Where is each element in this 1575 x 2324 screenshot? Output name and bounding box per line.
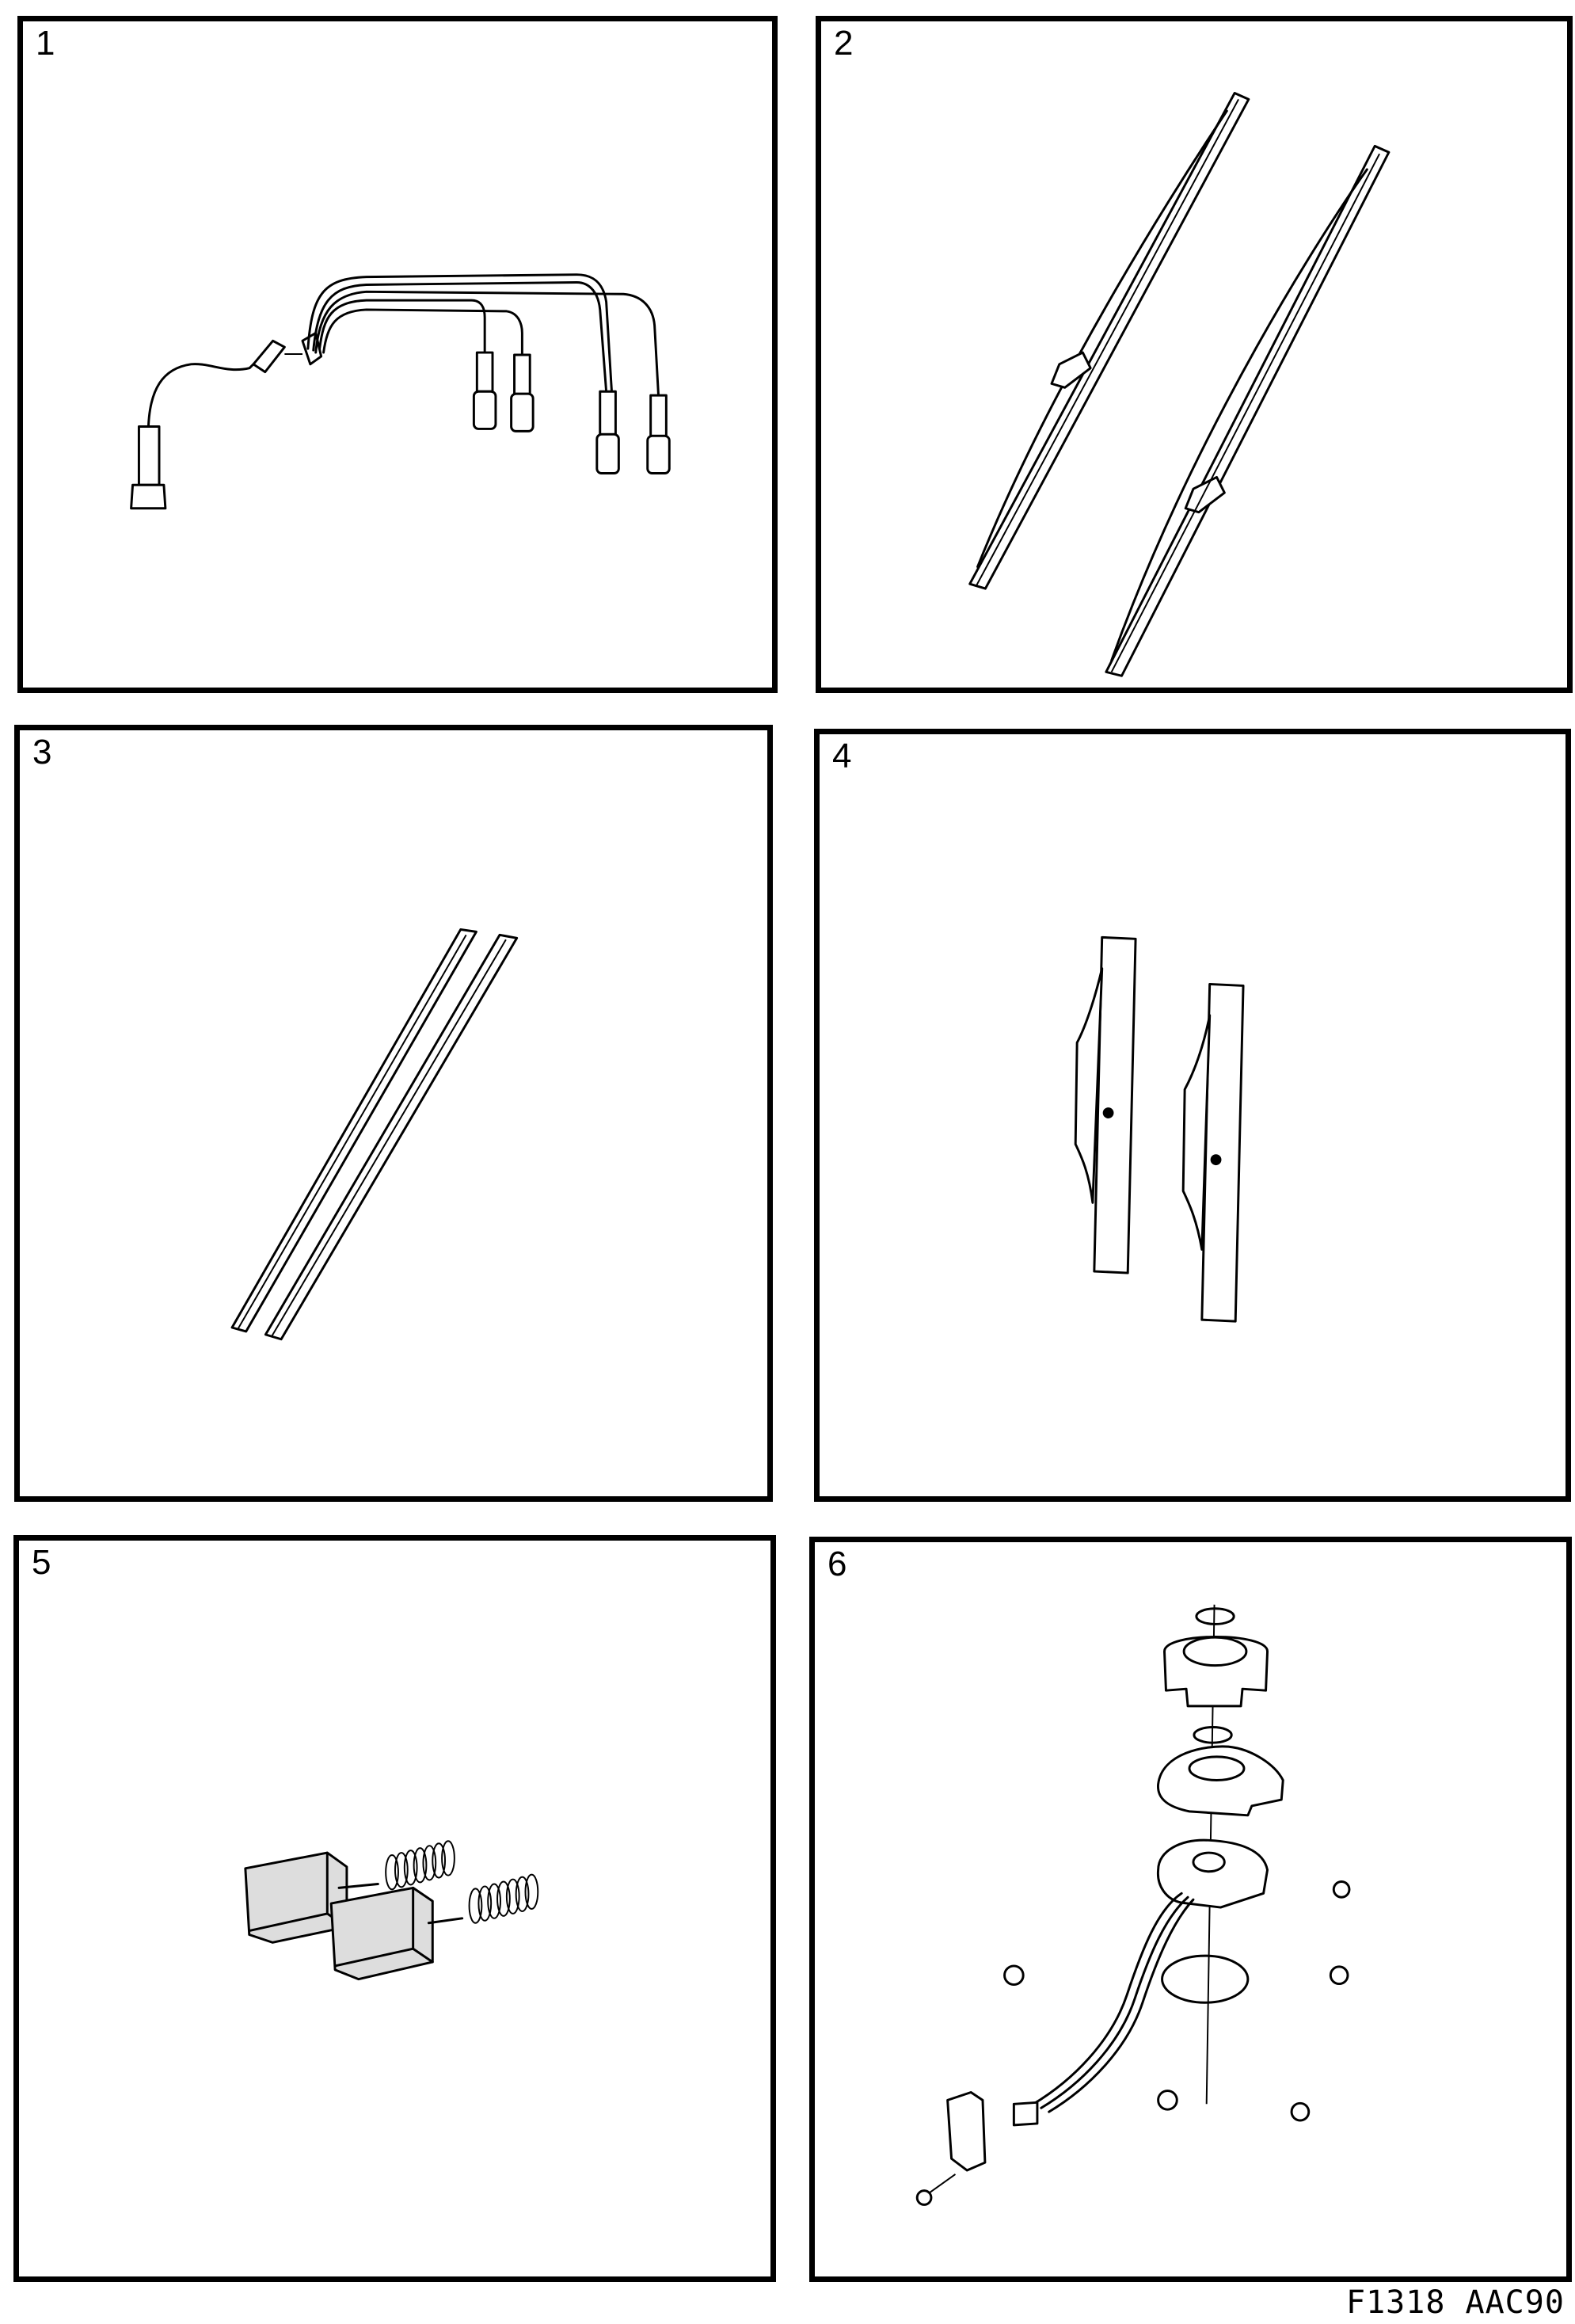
headlamp-wiper-blades-illustration [1074,935,1245,1323]
panel-1-ignition-leads: 1 [17,16,778,693]
panel-number: 2 [834,24,854,63]
panel-6-hall-sensor-kit: 6 [809,1537,1572,2282]
carbon-brushes-illustration [244,1840,539,1981]
ignition-lead-set-illustration [130,273,671,510]
reference-code: F1318 AAC90 [1346,2284,1565,2321]
panel-2-wiper-blades: 2 [816,16,1573,693]
panel-number: 4 [832,737,852,775]
hall-sensor-kit-illustration [915,1604,1351,2206]
panel-number: 1 [36,24,55,63]
panel-number: 3 [32,733,52,771]
panel-number: 6 [827,1545,847,1583]
panel-5-carbon-brushes: 5 [13,1535,776,2282]
panel-3-wiper-refills: 3 [14,725,773,1502]
wiper-refills-illustration [230,928,519,1341]
wiper-blades-illustration [968,92,1390,677]
panel-number: 5 [32,1543,51,1582]
panel-4-headlamp-wipers: 4 [814,729,1571,1502]
